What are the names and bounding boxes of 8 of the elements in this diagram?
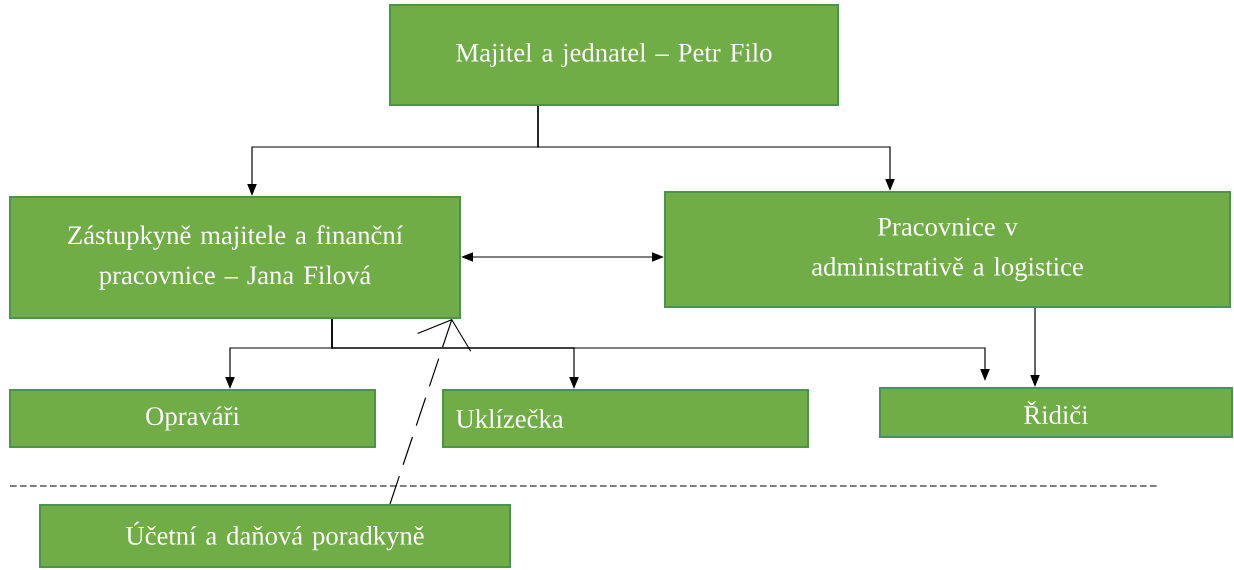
org-box: Zástupkyně majitele a finanční pracovnice – Jana Filová — [9, 196, 461, 319]
org-box: Majitel a jednatel – Petr Filo — [389, 4, 839, 106]
org-box: Pracovnice v administrativě a logistice — [664, 191, 1231, 308]
org-box: Uklízečka — [442, 389, 809, 448]
org-box: Účetní a daňová poradkyně — [39, 504, 511, 568]
arrow — [389, 319, 472, 505]
org-box: Řidiči — [879, 387, 1233, 438]
org-box: Opraváři — [9, 389, 376, 448]
